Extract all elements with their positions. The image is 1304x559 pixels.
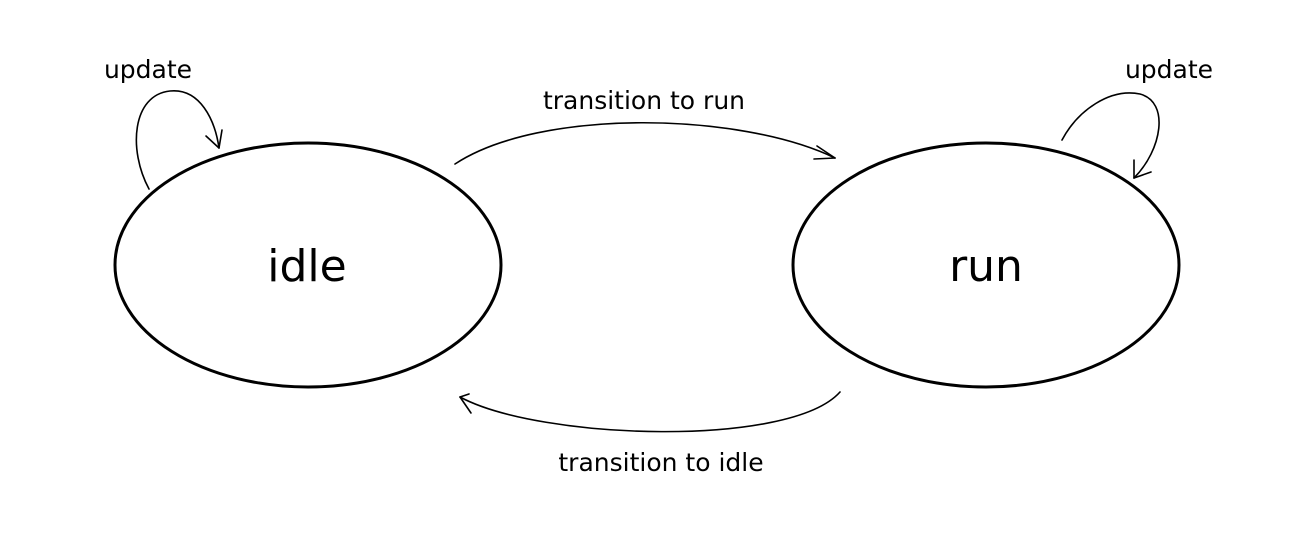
state-idle-label: idle — [267, 241, 346, 292]
state-run-label: run — [949, 241, 1023, 292]
self-loop-idle-label: update — [104, 55, 192, 84]
self-loop-run: update — [1061, 55, 1213, 179]
transition-idle-to-run-arrow — [454, 122, 836, 165]
state-run-shape — [791, 141, 1181, 389]
transition-run-to-idle-arrow — [459, 391, 841, 433]
transition-idle-to-run-arrowhead — [813, 145, 836, 160]
self-loop-run-label: update — [1125, 55, 1213, 84]
self-loop-idle: update — [104, 55, 223, 190]
transition-run-to-idle: transition to idle — [459, 391, 841, 477]
self-loop-run-arrowhead — [1133, 159, 1152, 179]
transition-idle-to-run-label: transition to run — [543, 86, 745, 115]
state-idle-shape — [113, 141, 503, 389]
transition-idle-to-run: transition to run — [454, 86, 836, 165]
self-loop-run-arrow — [1061, 92, 1160, 179]
self-loop-idle-arrow — [135, 90, 220, 190]
state-run: run — [791, 141, 1181, 389]
self-loop-idle-arrowhead — [205, 129, 223, 149]
transition-run-to-idle-arrowhead — [459, 393, 472, 414]
state-idle: idle — [113, 141, 503, 389]
transition-run-to-idle-label: transition to idle — [558, 448, 763, 477]
